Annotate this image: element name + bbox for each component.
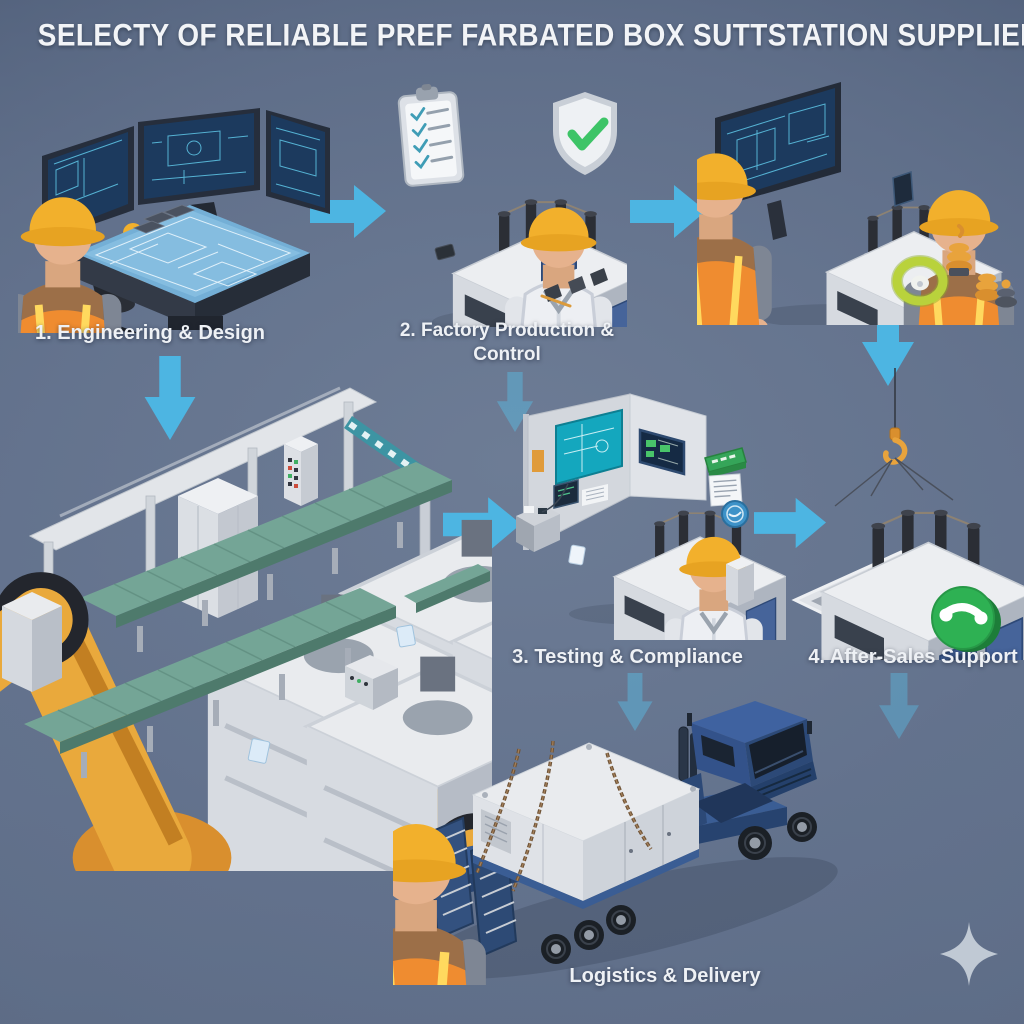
stage-label-testing: 3. Testing & Compliance (512, 646, 743, 668)
stage-label-factory-production: 2. Factory Production & Control (399, 320, 615, 366)
page-title: SELECTY OF RELIABLE PREF FARBATED BOX SU… (37, 18, 1024, 53)
control-tower-panel (284, 436, 318, 506)
diagram-panel (892, 170, 914, 208)
arrow-stage1-to-stage2 (310, 185, 386, 238)
ground-brackets (540, 268, 608, 308)
side-machine-left (2, 592, 62, 692)
blueprint-sheet (396, 624, 416, 648)
arrow-down-faded-aftersales (879, 673, 919, 739)
blueprint-sheet (247, 738, 271, 764)
checklist-clipboard-icon (397, 84, 465, 187)
arrow-stage2-to-stage3 (630, 185, 706, 238)
phone-support-icon (931, 586, 1001, 652)
substation-cargo (471, 740, 701, 909)
crane-hook-icon (882, 427, 908, 465)
approval-seal-icon (721, 500, 749, 528)
blueprint-board (715, 82, 841, 240)
certificate-icon (704, 447, 747, 507)
scene-site-inspection (697, 82, 1017, 325)
sparkle-icon (940, 922, 998, 986)
measuring-ring-icon (891, 255, 949, 307)
wall-poster (532, 450, 544, 472)
arrow-down-right-column (862, 300, 914, 386)
cab-wheels (738, 812, 817, 860)
arrow-testing-to-aftersales (754, 497, 826, 549)
scene-after-sales-support (791, 368, 1024, 660)
stage-label-logistics: Logistics & Delivery (569, 965, 761, 987)
report-sheet (568, 544, 586, 566)
scene-factory-line (0, 386, 492, 871)
test-bay-walls (523, 393, 707, 550)
arrow-down-faded-testing (617, 673, 653, 731)
button-console (345, 655, 398, 710)
scene-logistics-delivery (393, 701, 838, 985)
blueprint-table (75, 204, 310, 330)
arrow-down-faded-stage2 (496, 372, 534, 432)
insulator-parts (946, 224, 1017, 308)
truck-cab (678, 701, 817, 831)
tablet-device (434, 243, 456, 261)
table-tablets (132, 204, 196, 234)
stage-label-after-sales: 4. After-Sales Support (808, 646, 1018, 668)
test-pedestal (726, 557, 754, 606)
stage-label-engineering: 1. Engineering & Design (34, 322, 266, 344)
cargo-chains (475, 740, 653, 892)
conveyor-front (24, 564, 490, 778)
conveyor-rear (80, 462, 452, 652)
arrow-down-to-factory (144, 356, 196, 440)
scene-engineering-design (18, 108, 330, 333)
lifting-chains (834, 457, 954, 507)
instrument-desk (516, 483, 569, 552)
scene-factory-production-control (397, 84, 627, 327)
scene-testing-compliance (516, 393, 786, 640)
shield-check-icon (553, 92, 617, 175)
trailer-wheels (541, 905, 636, 964)
